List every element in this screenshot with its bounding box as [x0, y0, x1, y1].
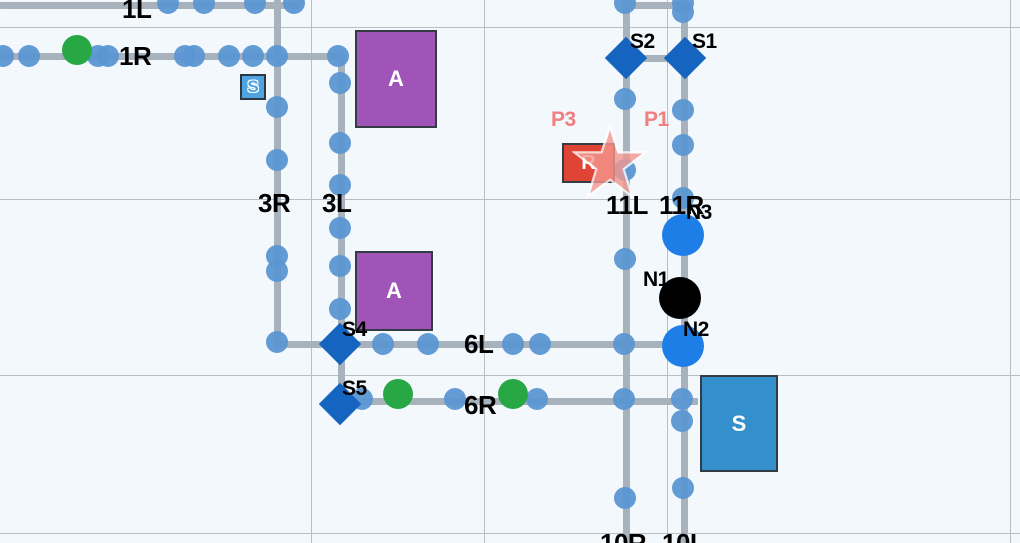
node-3r-d[interactable] [266, 260, 288, 282]
track-top-connect[interactable] [623, 2, 685, 9]
node-6r-c[interactable] [526, 388, 548, 410]
node-3r-b[interactable] [266, 149, 288, 171]
track-s2-s1-connect[interactable] [623, 55, 685, 62]
node-11l-a[interactable] [614, 0, 636, 14]
track-label-3l: 3L [322, 188, 352, 218]
node-1l-a[interactable] [157, 0, 179, 14]
node-3l-e[interactable] [329, 255, 351, 277]
node-3r-e[interactable] [266, 331, 288, 353]
facility-box-a-lower[interactable]: A [355, 251, 433, 331]
node-1r-d[interactable] [97, 45, 119, 67]
node-11r-c[interactable] [672, 99, 694, 121]
node-6r-d[interactable] [613, 388, 635, 410]
node-1r-j[interactable] [327, 45, 349, 67]
node-1r-i[interactable] [266, 45, 288, 67]
track-11l-vertical[interactable] [623, 0, 630, 543]
track-1l-horizontal[interactable] [0, 2, 300, 9]
gridline-vertical-1 [484, 0, 485, 543]
node-1r-a[interactable] [0, 45, 14, 67]
node-6r-f[interactable] [671, 410, 693, 432]
platform-label-p1: P1 [644, 108, 669, 131]
node-1l-c[interactable] [244, 0, 266, 14]
track-label-1l: 1L [122, 0, 152, 24]
gridline-horizontal-1 [0, 199, 1020, 200]
node-3r-a[interactable] [266, 96, 288, 118]
node-3l-d[interactable] [329, 217, 351, 239]
gridline-horizontal-3 [0, 533, 1020, 534]
gridline-vertical-0 [311, 0, 312, 543]
node-label-n3: N3 [686, 201, 712, 224]
track-label-10l: 10L [662, 528, 706, 543]
node-1l-d[interactable] [283, 0, 305, 14]
track-label-6r: 6R [464, 390, 497, 420]
node-11r-d[interactable] [672, 134, 694, 156]
node-1r-g[interactable] [218, 45, 240, 67]
node-label-n2: N2 [683, 318, 709, 341]
node-6r-green-2[interactable] [498, 379, 528, 409]
node-1r-f[interactable] [183, 45, 205, 67]
gridline-vertical-2 [667, 0, 668, 543]
node-3l-a[interactable] [329, 72, 351, 94]
node-1r-b[interactable] [18, 45, 40, 67]
track-label-11r: 11R [659, 190, 704, 220]
track-11r-vertical[interactable] [681, 0, 688, 543]
gridline-horizontal-0 [0, 27, 1020, 28]
facility-box-a-lower-label: A [386, 278, 402, 303]
node-n2[interactable] [662, 325, 704, 367]
switch-label-s1: S1 [692, 30, 717, 53]
track-label-6l: 6L [464, 329, 494, 359]
node-3l-b[interactable] [329, 132, 351, 154]
node-6l-c[interactable] [502, 333, 524, 355]
node-6l-a[interactable] [372, 333, 394, 355]
track-6l-horizontal[interactable] [274, 341, 694, 348]
node-11l-e[interactable] [614, 487, 636, 509]
node-3l-c[interactable] [329, 174, 351, 196]
facility-box-s-label: S [731, 410, 747, 436]
node-6r-b[interactable] [444, 388, 466, 410]
node-11r-e[interactable] [672, 187, 694, 209]
node-6l-e[interactable] [613, 333, 635, 355]
facility-box-a-upper-label: A [388, 66, 404, 91]
switch-label-s5: S5 [342, 377, 367, 400]
platform-label-p3: P3 [551, 108, 576, 131]
track-label-3r: 3R [258, 188, 291, 218]
node-6l-b[interactable] [417, 333, 439, 355]
badge-s-marker[interactable]: S [240, 74, 266, 100]
track-3r-3l-connect[interactable] [274, 53, 344, 60]
node-6r-e[interactable] [671, 388, 693, 410]
facility-box-a-upper[interactable]: A [355, 30, 437, 128]
gridline-horizontal-2 [0, 375, 1020, 376]
node-label-n1: N1 [643, 268, 669, 291]
node-1l-b[interactable] [193, 0, 215, 14]
node-6r-green-1[interactable] [383, 379, 413, 409]
node-11l-b[interactable] [614, 88, 636, 110]
track-1r-horizontal[interactable] [0, 53, 340, 60]
switch-label-s2: S2 [630, 30, 655, 53]
gridline-vertical-3 [1010, 0, 1011, 543]
node-3l-f[interactable] [329, 298, 351, 320]
track-label-10r: 10R [600, 528, 647, 543]
track-label-1r: 1R [119, 41, 152, 71]
track-label-11l: 11L [606, 190, 648, 220]
node-1r-h[interactable] [242, 45, 264, 67]
node-6l-d[interactable] [529, 333, 551, 355]
switch-label-s4: S4 [342, 318, 367, 341]
node-11r-b[interactable] [672, 1, 694, 23]
node-11r-f[interactable] [672, 477, 694, 499]
track-3r-vertical[interactable] [274, 0, 281, 345]
facility-box-s[interactable]: S [700, 375, 778, 472]
node-n1[interactable] [659, 277, 701, 319]
node-1r-green[interactable] [62, 35, 92, 65]
node-n3[interactable] [662, 214, 704, 256]
alert-star [570, 122, 650, 201]
node-11l-d[interactable] [614, 248, 636, 270]
